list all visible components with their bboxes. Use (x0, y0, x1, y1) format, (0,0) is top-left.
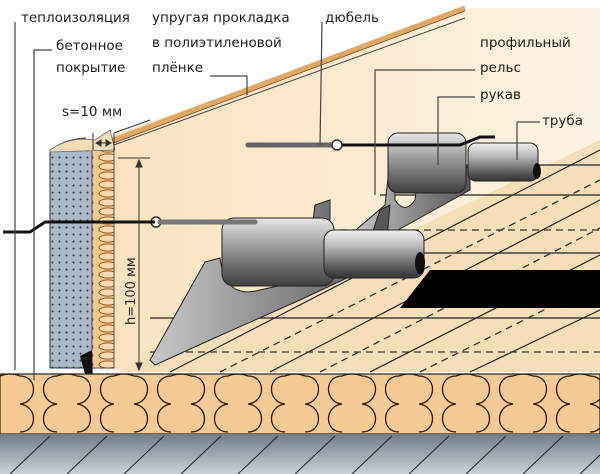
sleeve-front (221, 217, 335, 287)
hatch-line (465, 435, 507, 474)
label-height: h=100 мм (124, 257, 139, 325)
height-dimension (118, 157, 150, 372)
pipe-rear (467, 142, 539, 182)
label-profile-rail-line2: рельс (480, 60, 521, 76)
subfloor-wave-pattern (0, 373, 600, 433)
hatch-line (180, 435, 222, 474)
wave-segment (213, 373, 263, 433)
wave-segment (384, 373, 434, 433)
wave-segment (42, 373, 92, 433)
wave-segment (156, 373, 206, 433)
leader-concrete (33, 49, 52, 380)
label-pipe: труба (542, 113, 583, 129)
hatch-line (408, 435, 450, 474)
concrete-wall (49, 137, 96, 369)
elastic-strip-top (94, 5, 466, 150)
concrete-base (0, 434, 600, 474)
leader-sleeve (437, 96, 475, 165)
leader-dowel (319, 21, 323, 146)
label-gap: s=10 мм (62, 104, 122, 120)
hatch-line (294, 435, 336, 474)
hatch-line (66, 435, 108, 474)
pipe-front (323, 229, 425, 279)
wave-segment (99, 373, 149, 433)
label-elastic-strip-line2: в полиэтиленовой (152, 35, 282, 51)
insulation-strip (91, 149, 115, 369)
hatch-line (123, 435, 165, 474)
anchor-wire (3, 220, 155, 234)
heating-panel (400, 270, 600, 308)
label-dowel: дюбель (325, 10, 379, 26)
label-profile-rail-line1: профильный (480, 35, 571, 51)
concrete-base-hatch (9, 435, 600, 474)
label-elastic-strip-line1: упругая прокладка (152, 10, 290, 26)
wave-segment (327, 373, 377, 433)
leader-elastic-strip (210, 75, 248, 95)
wave-segment (441, 373, 491, 433)
hatch-line (522, 435, 564, 474)
hatch-line (579, 454, 600, 474)
label-concrete-line1: бетонное (56, 38, 123, 54)
leader-pipe (516, 121, 540, 160)
label-concrete-line2: покрытие (56, 60, 125, 76)
sleeve-rear (387, 132, 467, 194)
wave-segment (0, 373, 35, 433)
leader-profile-rail (374, 69, 475, 195)
wave-segment (498, 373, 548, 433)
hatch-line (237, 435, 279, 474)
gap-dimension (92, 119, 151, 150)
label-insulation: теплоизоляция (21, 10, 130, 26)
elastic-strip-edge (94, 10, 466, 151)
pipe-front-opening (415, 252, 425, 274)
wall-cap (49, 129, 116, 153)
label-sleeve: рукав (480, 87, 521, 103)
wave-segment (270, 373, 320, 433)
hatch-line (351, 435, 393, 474)
wave-segment (555, 373, 600, 433)
hatch-line (9, 435, 51, 474)
pipe-rear-opening (533, 163, 541, 179)
elastic-strip-outline (99, 17, 466, 151)
label-elastic-strip-line3: плёнке (152, 60, 203, 76)
